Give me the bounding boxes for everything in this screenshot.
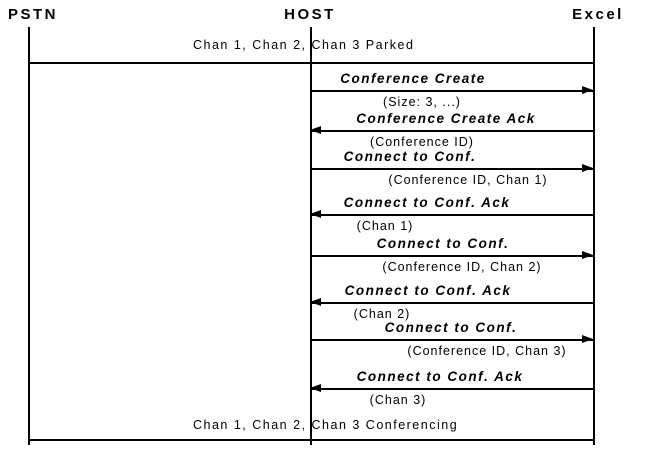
arrowhead-right-icon: [582, 335, 593, 343]
arrowhead-left-icon: [310, 384, 321, 392]
actor-label-host: HOST: [284, 6, 336, 23]
arrowhead-left-icon: [310, 210, 321, 218]
actor-label-excel: Excel: [572, 6, 624, 23]
arrowhead-right-icon: [582, 251, 593, 259]
message-params: (Conference ID, Chan 2): [382, 260, 542, 274]
message-params: (Chan 2): [353, 307, 411, 321]
banner-parked: Chan 1, Chan 2, Chan 3 Parked: [193, 38, 415, 52]
arrowhead-right-icon: [582, 164, 593, 172]
section-divider-bottom: [28, 439, 593, 441]
message-params: (Chan 3): [369, 393, 427, 407]
message-label: Conference Create: [340, 71, 486, 86]
message-arrow-line: [310, 214, 593, 216]
message-label: Connect to Conf. Ack: [356, 369, 524, 384]
message-label: Connect to Conf. Ack: [344, 283, 512, 298]
message-params: (Chan 1): [356, 219, 414, 233]
message-params: (Conference ID, Chan 3): [407, 344, 567, 358]
message-arrow-line: [310, 339, 593, 341]
arrowhead-right-icon: [582, 86, 593, 94]
message-label: Connect to Conf. Ack: [343, 195, 511, 210]
lifeline-excel: [593, 27, 595, 445]
section-divider-top: [28, 62, 593, 64]
message-label: Conference Create Ack: [356, 111, 536, 126]
message-arrow-line: [310, 388, 593, 390]
message-params: (Size: 3, ...): [383, 95, 461, 109]
message-params: (Conference ID): [370, 135, 474, 149]
message-arrow-line: [310, 90, 593, 92]
lifeline-pstn: [28, 27, 30, 445]
lifeline-host: [310, 27, 312, 445]
banner-conferencing: Chan 1, Chan 2, Chan 3 Conferencing: [193, 418, 459, 432]
message-label: Connect to Conf.: [376, 236, 510, 251]
message-params: (Conference ID, Chan 1): [388, 173, 548, 187]
arrowhead-left-icon: [310, 298, 321, 306]
actor-label-pstn: PSTN: [8, 6, 59, 23]
message-arrow-line: [310, 302, 593, 304]
message-label: Connect to Conf.: [343, 149, 477, 164]
message-arrow-line: [310, 130, 593, 132]
message-arrow-line: [310, 255, 593, 257]
message-label: Connect to Conf.: [384, 320, 518, 335]
arrowhead-left-icon: [310, 126, 321, 134]
message-arrow-line: [310, 168, 593, 170]
